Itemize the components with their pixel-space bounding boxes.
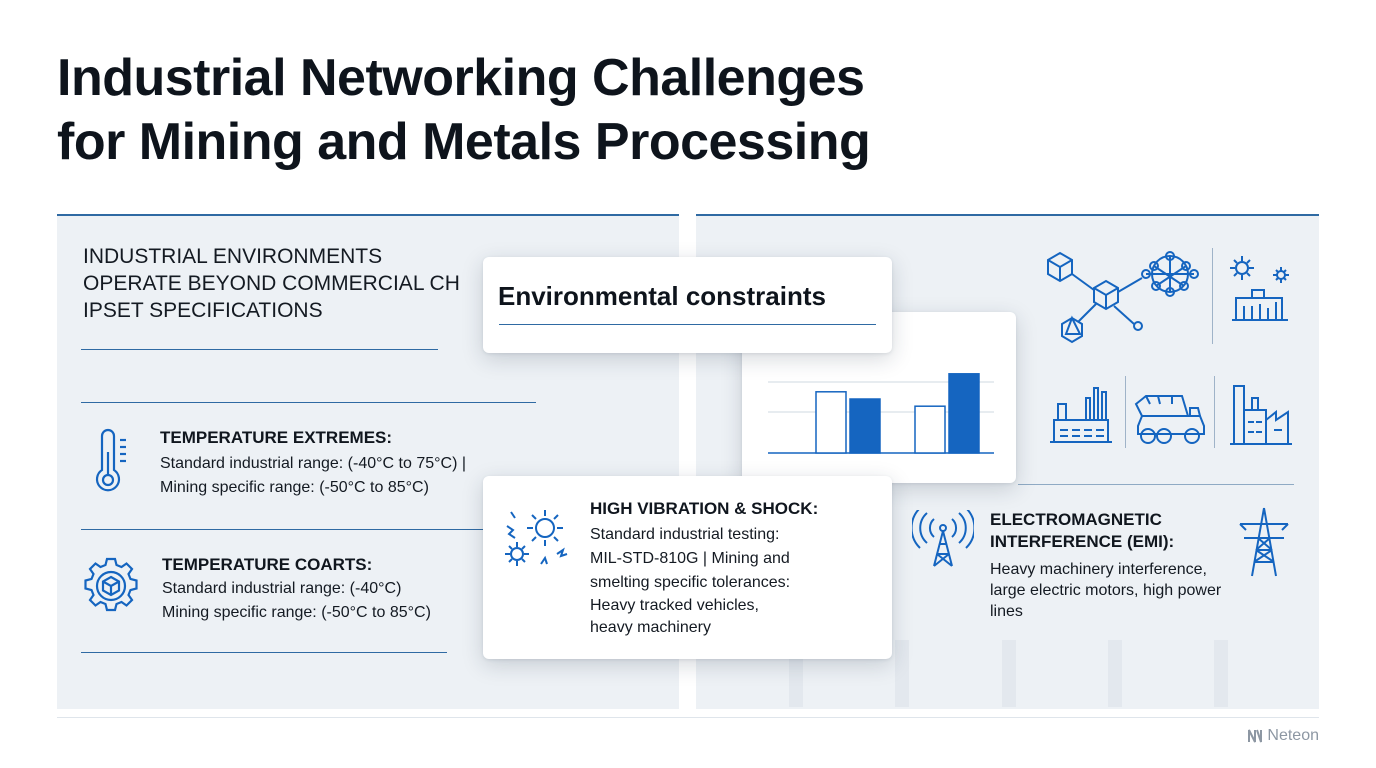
divider — [81, 349, 438, 350]
bar-2-series-1 — [914, 405, 946, 454]
item-line: Standard industrial range: (-40°C) — [162, 580, 402, 597]
emi-line: lines — [990, 603, 1023, 620]
vertical-divider — [1125, 376, 1126, 448]
brand-name: Neteon — [1267, 727, 1319, 744]
gear-cube-icon — [80, 555, 142, 617]
panel-stripe — [1108, 640, 1122, 707]
item-line: MIL-STD-810G | Mining and — [590, 550, 790, 567]
emi-title-line: INTERFERENCE (EMI): — [990, 532, 1175, 551]
lead-line: OPERATE BEYOND COMMERCIAL CH — [83, 272, 460, 295]
brand-logo: Neteon — [1247, 727, 1319, 745]
divider — [81, 652, 447, 653]
thermometer-icon — [92, 428, 132, 496]
divider — [81, 402, 536, 403]
bar-1-series-2 — [849, 398, 881, 454]
emi-body: Heavy machinery interference, large elec… — [990, 559, 1221, 622]
panel-stripe — [1214, 640, 1228, 707]
gears-factory-icon — [1226, 254, 1294, 326]
item-line: smelting specific tolerances: — [590, 574, 791, 591]
footer-divider — [57, 717, 1319, 718]
item-line: Mining specific range: (-50°C to 85°C) — [160, 479, 429, 496]
item-body: Standard industrial range: (-40°C) Minin… — [162, 577, 431, 625]
vibration-card: HIGH VIBRATION & SHOCK: Standard industr… — [483, 476, 892, 659]
dump-truck-icon — [1132, 392, 1208, 448]
item-title: HIGH VIBRATION & SHOCK: — [590, 499, 819, 518]
panel-stripe — [1002, 640, 1016, 707]
item-line: Mining specific range: (-50°C to 85°C) — [162, 604, 431, 621]
item-title: TEMPERATURE EXTREMES: — [160, 428, 393, 447]
gears-shock-icon — [501, 504, 571, 574]
emi-line: Heavy machinery interference, — [990, 561, 1207, 578]
item-body: Heavy tracked vehicles, heavy machinery — [590, 595, 759, 639]
network-nodes-icon — [1042, 246, 1202, 346]
title-line-2: for Mining and Metals Processing — [57, 113, 871, 171]
divider — [499, 324, 876, 325]
vertical-divider — [1212, 248, 1213, 344]
item-line: Heavy tracked vehicles, — [590, 597, 759, 614]
lead-line: IPSET SPECIFICATIONS — [83, 299, 323, 322]
item-line: Standard industrial range: (-40°C to 75°… — [160, 455, 466, 472]
divider — [81, 529, 491, 530]
lead-line: INDUSTRIAL ENVIRONMENTS — [83, 245, 383, 268]
item-body: Standard industrial range: (-40°C to 75°… — [160, 452, 466, 500]
divider — [1018, 484, 1294, 485]
emi-line: large electric motors, high power — [990, 582, 1222, 599]
item-body: Standard industrial testing: MIL-STD-810… — [590, 523, 790, 595]
power-tower-icon — [1236, 506, 1292, 578]
emi-title: ELECTROMAGNETIC INTERFERENCE (EMI): — [990, 509, 1174, 553]
item-title: TEMPERATURE COARTS: — [162, 555, 373, 574]
panel-stripe — [895, 640, 909, 707]
title-line-1: Industrial Networking Challenges — [57, 49, 865, 107]
card-title: Environmental constraints — [498, 281, 826, 311]
environmental-constraints-card: Environmental constraints — [483, 257, 892, 353]
emi-title-line: ELECTROMAGNETIC — [990, 510, 1162, 529]
page-title: Industrial Networking Challenges for Min… — [57, 46, 871, 174]
item-line: Standard industrial testing: — [590, 526, 780, 543]
item-line: heavy machinery — [590, 619, 711, 636]
vertical-divider — [1214, 376, 1215, 448]
bar-chart — [768, 373, 994, 454]
lead-text: INDUSTRIAL ENVIRONMENTS OPERATE BEYOND C… — [83, 243, 503, 324]
antenna-icon — [912, 510, 974, 568]
refinery-icon — [1226, 380, 1294, 448]
bar-1-series-1 — [815, 391, 847, 454]
industrial-plant-icon — [1046, 384, 1114, 446]
brand-mark-icon — [1248, 729, 1263, 743]
bar-2-series-2 — [948, 373, 980, 454]
